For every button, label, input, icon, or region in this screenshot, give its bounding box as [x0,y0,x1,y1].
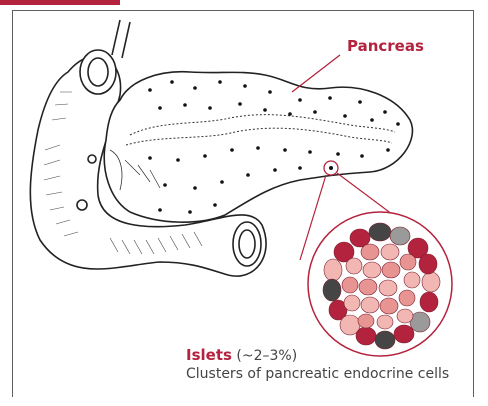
islets-label: Islets (~2–3%) [186,346,297,364]
pancreas-label: Pancreas [347,37,424,55]
pancreas-leader-line [292,55,340,92]
islet-magnification-icon [308,212,452,356]
islets-percentage: (~2–3%) [236,348,297,364]
pancreas-icon [104,72,412,222]
islets-name: Islets [186,346,232,364]
islets-description: Clusters of pancreatic endocrine cells [186,366,449,382]
